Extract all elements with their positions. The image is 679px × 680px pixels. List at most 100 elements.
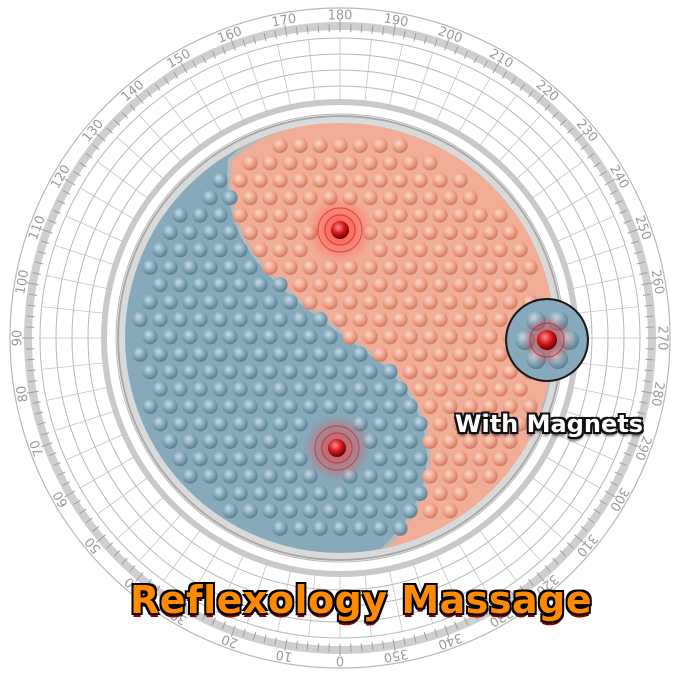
compass-tick bbox=[62, 481, 71, 486]
compass-tick bbox=[52, 462, 61, 467]
pink-massage-nub bbox=[442, 329, 458, 345]
degree-label: 260 bbox=[648, 269, 667, 296]
degree-label: 70 bbox=[28, 438, 48, 459]
blue-massage-nub bbox=[152, 346, 168, 362]
compass-tick bbox=[29, 380, 38, 383]
compass-tick bbox=[173, 597, 179, 605]
degree-label: 10 bbox=[275, 646, 294, 664]
compass-tick bbox=[306, 25, 309, 34]
compass-tick bbox=[519, 585, 526, 593]
compass-tick bbox=[192, 607, 197, 616]
compass-tick bbox=[201, 55, 207, 64]
pink-massage-nub bbox=[482, 468, 498, 484]
blue-massage-nub bbox=[162, 398, 178, 414]
compass-tick bbox=[528, 90, 534, 98]
blue-massage-nub bbox=[222, 398, 238, 414]
pink-massage-nub bbox=[342, 294, 358, 310]
compass-sector-line bbox=[516, 137, 564, 179]
blue-massage-nub bbox=[272, 416, 288, 432]
compass-tick bbox=[121, 557, 128, 565]
pink-massage-nub bbox=[242, 224, 258, 240]
pink-massage-nub bbox=[272, 207, 288, 223]
blue-massage-nub bbox=[212, 172, 228, 188]
pink-massage-nub bbox=[402, 259, 418, 275]
blue-massage-nub bbox=[392, 485, 408, 501]
compass-tick bbox=[52, 209, 61, 214]
pink-massage-nub bbox=[282, 190, 298, 206]
compass-tick bbox=[382, 27, 385, 36]
compass-sector-line bbox=[65, 434, 123, 461]
pink-massage-nub bbox=[292, 207, 308, 223]
blue-massage-nub bbox=[172, 451, 188, 467]
compass-sector-line bbox=[479, 530, 517, 581]
pink-massage-nub bbox=[232, 207, 248, 223]
pink-massage-nub bbox=[332, 137, 348, 153]
compass-tick bbox=[26, 315, 35, 318]
blue-massage-nub bbox=[352, 485, 368, 501]
blue-massage-nub bbox=[322, 364, 338, 380]
pink-massage-nub bbox=[322, 155, 338, 171]
compass-tick bbox=[295, 640, 298, 649]
pink-massage-nub bbox=[502, 364, 518, 380]
blue-massage-nub bbox=[292, 381, 308, 397]
blue-massage-nub bbox=[242, 329, 258, 345]
compass-tick bbox=[623, 452, 632, 457]
compass-tick bbox=[567, 127, 574, 134]
compass-tick bbox=[639, 272, 648, 275]
compass-tick bbox=[211, 617, 216, 626]
pink-massage-nub bbox=[472, 346, 488, 362]
blue-massage-nub bbox=[212, 242, 228, 258]
compass-tick bbox=[619, 462, 628, 467]
blue-massage-nub bbox=[262, 503, 278, 519]
pink-massage-nub bbox=[472, 416, 488, 432]
blue-massage-nub bbox=[222, 503, 238, 519]
pink-massage-nub bbox=[322, 294, 338, 310]
pink-massage-nub bbox=[302, 155, 318, 171]
compass-tick bbox=[96, 133, 106, 142]
compass-sector-line bbox=[97, 477, 148, 515]
compass-sector-line bbox=[46, 387, 108, 401]
compass-sector-line bbox=[389, 570, 403, 632]
blue-massage-nub bbox=[342, 503, 358, 519]
pink-massage-nub bbox=[482, 224, 498, 240]
blue-massage-nub bbox=[272, 520, 288, 536]
blue-massage-nub bbox=[322, 398, 338, 414]
compass-tick bbox=[180, 602, 188, 614]
pink-massage-nub bbox=[432, 416, 448, 432]
compass-tick bbox=[483, 60, 488, 69]
magnet-closeup-inset bbox=[505, 298, 589, 382]
pink-massage-nub bbox=[502, 398, 518, 414]
blue-massage-nub bbox=[242, 364, 258, 380]
pink-massage-nub bbox=[432, 381, 448, 397]
pink-massage-nub bbox=[362, 329, 378, 345]
compass-tick bbox=[35, 261, 44, 265]
compass-tick bbox=[242, 628, 246, 637]
compass-sector-line bbox=[499, 114, 541, 162]
pink-massage-nub bbox=[452, 381, 468, 397]
pink-massage-nub bbox=[452, 346, 468, 362]
compass-tick bbox=[129, 104, 136, 111]
compass-tick bbox=[544, 104, 551, 111]
degree-label: 190 bbox=[382, 11, 409, 30]
compass-tick bbox=[295, 27, 298, 36]
blue-massage-nub bbox=[372, 416, 388, 432]
compass-tick bbox=[371, 25, 374, 34]
blue-massage-nub bbox=[372, 520, 388, 536]
compass-tick bbox=[360, 24, 363, 33]
degree-label: 180 bbox=[328, 9, 353, 24]
blue-massage-nub bbox=[162, 224, 178, 240]
pink-massage-nub bbox=[512, 381, 528, 397]
pink-massage-nub bbox=[332, 311, 348, 327]
blue-massage-nub bbox=[292, 311, 308, 327]
pink-massage-nub bbox=[372, 207, 388, 223]
compass-sector-line bbox=[139, 514, 181, 562]
pink-massage-nub bbox=[242, 190, 258, 206]
pink-massage-nub bbox=[422, 294, 438, 310]
compass-sector-line bbox=[41, 362, 104, 370]
compass-tick bbox=[501, 71, 507, 79]
compass-tick bbox=[633, 421, 642, 426]
blue-massage-nub bbox=[372, 381, 388, 397]
degree-label: 100 bbox=[13, 269, 32, 296]
blue-massage-nub bbox=[282, 398, 298, 414]
